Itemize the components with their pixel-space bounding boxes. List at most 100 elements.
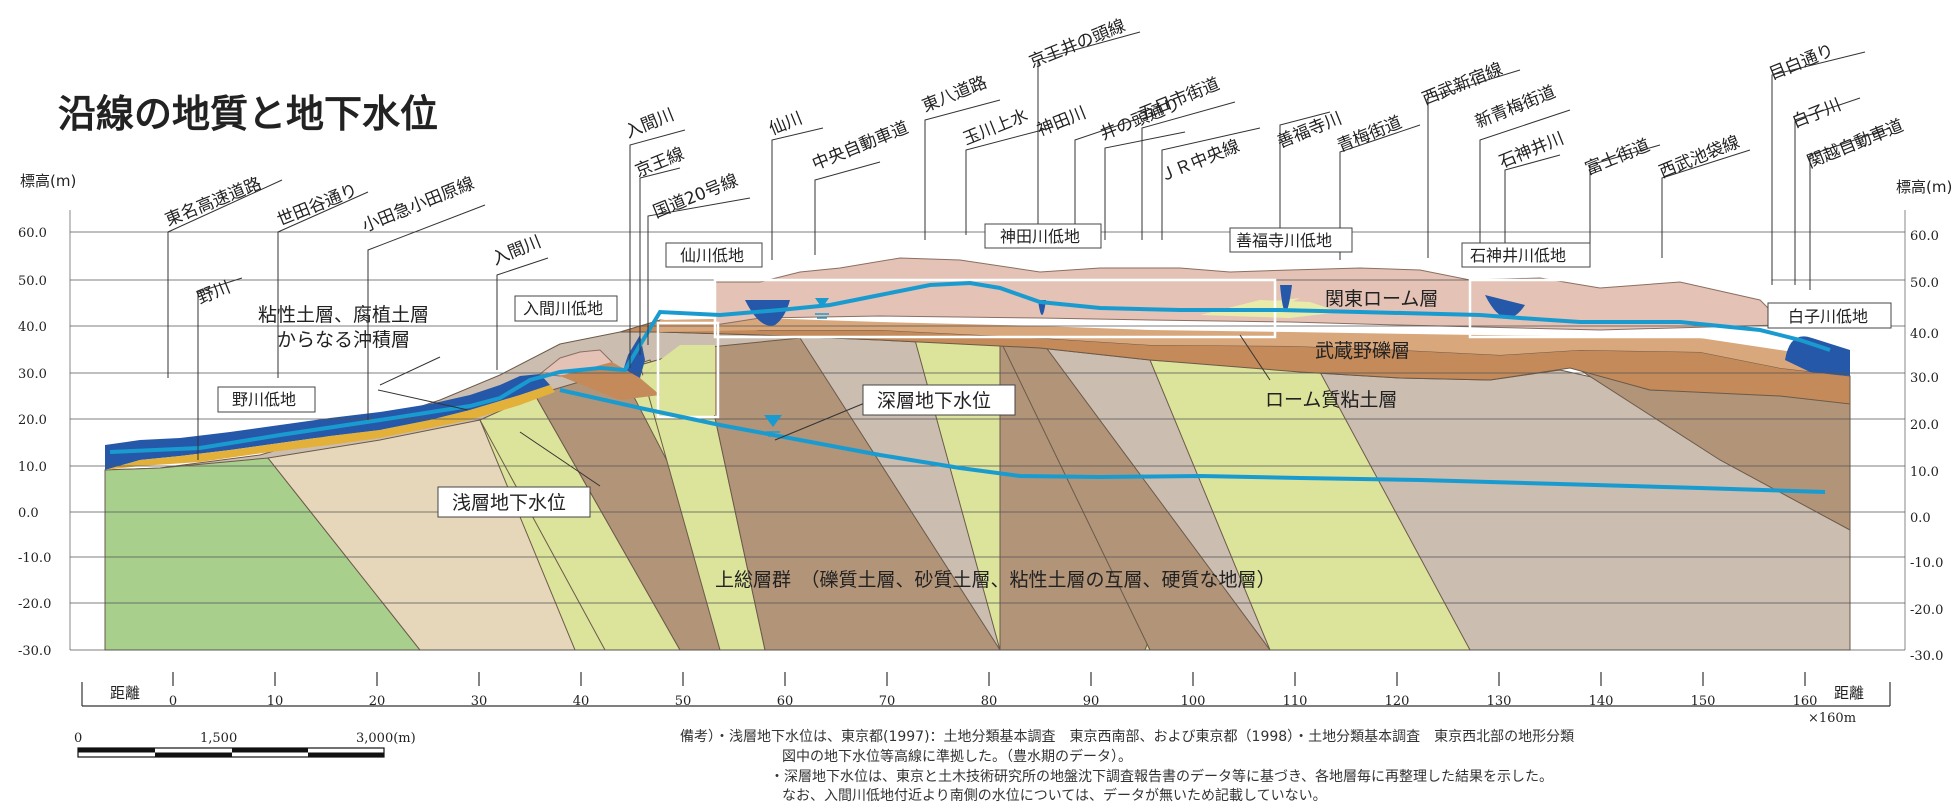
y-tick: 60.0 [18,226,47,241]
lowland-label: 入間川低地 [523,299,603,318]
loam-clay-label: ローム質粘土層 [1265,389,1397,411]
landmark-label: 仙川 [766,108,805,139]
landmark-label: 入間川 [489,232,544,270]
x-tick: 110 [1283,694,1308,709]
landmark-labels: 東名高速道路 野川 世田谷通り 小田急小田原線 入間川 入間川 京王線 国道20… [162,16,1906,309]
x-axis [81,672,1891,707]
y-tick-right: 20.0 [1910,418,1939,433]
y-tick-right: 0.0 [1910,511,1931,526]
landmark-label: 目白通り [1766,41,1837,85]
landmark-label: 青梅街道 [1334,113,1405,157]
y-tick-right: -10.0 [1910,556,1943,571]
lowland-boxes: 野川低地 入間川低地 仙川低地 神田川低地 善福寺川低地 石神井川低地 白子川低… [217,223,1892,413]
y-tick-right: 50.0 [1910,276,1939,291]
x-axis-label-left: 距離 [110,684,140,702]
lowland-label: 善福寺川低地 [1236,231,1332,250]
x-tick: 40 [573,694,590,709]
landmark-label: 京王井の頭線 [1026,16,1128,73]
x-axis-ticks: 0 10 20 30 40 50 60 70 80 90 100 110 120… [169,694,1818,709]
landmark-label: ＪＲ中央線 [1156,136,1242,186]
y-tick: 30.0 [18,367,47,382]
water-level-marker-icon [815,298,829,308]
zenpukuji-valley [1280,285,1292,312]
y-tick: 10.0 [18,460,47,475]
note-line: なお、入間川低地付近より南側の水位については、データが無いため記載していない。 [782,787,1327,804]
x-tick: 60 [777,694,794,709]
x-tick: 160 [1793,694,1818,709]
lowland-label: 野川低地 [232,390,296,409]
shakujii-valley [1485,295,1525,318]
y-tick: 20.0 [18,413,47,428]
x-tick: 100 [1181,694,1206,709]
lowland-label: 仙川低地 [680,246,744,265]
note-line: 図中の地下水位等高線に準拠した。（豊水期のデータ）。 [782,748,1132,765]
y-axis-ticks: 60.0 50.0 40.0 30.0 20.0 10.0 0.0 -10.0 … [18,226,1943,664]
y-tick: -30.0 [18,644,51,659]
landmark-label: 新青梅街道 [1472,82,1558,132]
y-tick-right: -20.0 [1910,603,1943,618]
scale-bar-label: 1,500 [200,731,237,746]
notes: 備考）・浅層地下水位は、東京都(1997)：土地分類基本調査 東京西南部、および… [680,728,1574,804]
x-tick: 80 [981,694,998,709]
alluvium-label: 粘性土層、腐植土層 [258,304,429,326]
landmark-label: 東八道路 [919,73,990,117]
lowland-label: 神田川低地 [1000,227,1080,246]
x-tick: 150 [1691,694,1716,709]
x-tick: 120 [1385,694,1410,709]
deep-groundwater-label: 深層地下水位 [877,390,991,412]
kanto-loam-layer [714,257,1781,331]
landmark-label: 東名高速道路 [162,174,264,231]
y-tick: 50.0 [18,274,47,289]
x-tick: 30 [471,694,488,709]
landmark-label: 関越自動車道 [1804,116,1906,173]
landmark-label: 善福寺川 [1274,109,1345,153]
alluvium-label-2: からなる沖積層 [277,329,410,351]
shallow-groundwater-label: 浅層地下水位 [452,492,566,514]
landmark-label: 国道20号線 [650,171,741,223]
y-tick: -20.0 [18,597,51,612]
y-axis-label-left: 標高(m) [20,172,76,190]
landmark-label: 富士街道 [1582,136,1653,180]
x-tick: 50 [675,694,692,709]
deep-groundwater-line [559,388,1826,494]
landmark-label: 西武池袋線 [1656,132,1742,182]
y-tick-right: 40.0 [1910,327,1939,342]
landmark-label: 白子川 [1789,95,1844,133]
x-tick: 140 [1589,694,1614,709]
x-axis-label-right: 距離 [1834,684,1864,702]
grid-lines [69,210,1906,651]
sand-layer-left [105,385,555,470]
water-level-marker-icon [764,415,782,427]
x-tick: 20 [369,694,386,709]
landmark-label: 西武新宿線 [1419,59,1505,109]
note-line: 備考）・浅層地下水位は、東京都(1997)：土地分類基本調査 東京西南部、および… [680,728,1574,745]
landmark-leaders [167,31,1891,487]
x-tick: 130 [1487,694,1512,709]
landmark-label: 京王線 [632,144,687,182]
x-tick: 70 [879,694,896,709]
y-axis-label-right: 標高(m) [1896,178,1952,196]
scale-bar-label: 3,000(m) [356,731,416,746]
y-tick-right: -30.0 [1910,649,1943,664]
note-line: ・深層地下水位は、東京と土木技術研究所の地盤沈下調査報告書のデータ等に基づき、各… [770,768,1553,785]
landmark-label: 野川 [194,277,233,308]
landmark-label: 入間川 [622,105,677,143]
scale-bar-label: 0 [74,731,82,746]
y-tick-right: 60.0 [1910,229,1939,244]
x-tick: 0 [169,694,177,709]
page-title: 沿線の地質と地下水位 [58,92,438,136]
kanto-loam-label: 関東ローム層 [1325,288,1438,310]
y-tick: 0.0 [18,506,39,521]
landmark-label: 小田急小田原線 [359,174,477,237]
y-tick: 40.0 [18,320,47,335]
shirako-valley [1785,336,1850,376]
kazusa-group-label: 上総層群 （礫質土層、砂質土層、粘性土層の互層、硬質な地層） [715,569,1276,591]
landmark-label: 石神井川 [1496,129,1567,173]
musashino-gravel-label: 武蔵野礫層 [1315,340,1410,362]
y-tick-right: 10.0 [1910,465,1939,480]
loam-clay-layer [660,318,1850,376]
y-tick: -10.0 [18,551,51,566]
scale-bar: 0 1,500 3,000(m) [74,731,416,758]
landmark-label: 神田川 [1034,103,1089,141]
x-tick: 10 [267,694,284,709]
